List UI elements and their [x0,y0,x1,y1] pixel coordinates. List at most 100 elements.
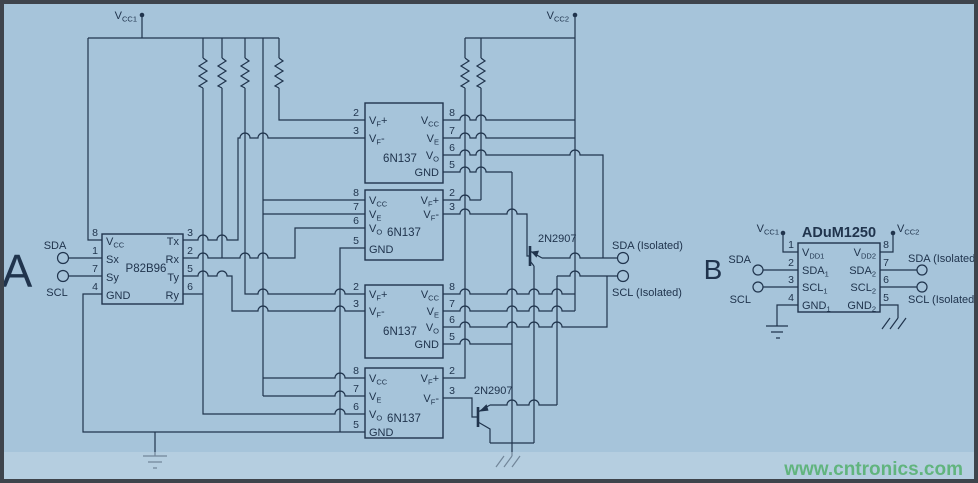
scl-label-b: SCL [730,294,751,306]
svg-text:6N137: 6N137 [383,153,417,165]
svg-text:VCC: VCC [369,195,388,209]
transistors [476,246,539,427]
svg-text:7: 7 [449,125,455,137]
p82b96-name: P82B96 [126,263,167,275]
sda-terminal-b [752,264,764,276]
watermark: www.cntronics.com [783,459,963,480]
adum1250-name: ADuM1250 [802,225,876,241]
svg-text:3: 3 [353,298,359,310]
svg-text:1: 1 [788,239,794,251]
opto2-text: 8 7 6 5 VCC VE VO GND 2 3 VF+ VF- 6N137 [353,187,455,256]
q1-label: 2N2907 [538,233,577,245]
svg-text:VF+: VF+ [369,115,387,129]
svg-text:6: 6 [353,215,359,227]
earth-ground-icon [766,325,788,339]
vcc2-dot [572,12,578,18]
svg-text:VF-: VF- [423,393,439,407]
pullup-resistor [216,57,228,89]
svg-text:SDA2: SDA2 [849,265,876,279]
chassis-ground-icon [881,317,907,330]
svg-text:2: 2 [353,107,359,119]
adum-pin-text: 1 2 3 4 8 7 6 5 VDD1 SDA1 SCL1 GND1 VDD2… [788,239,889,314]
scl-isolated-label: SCL (Isolated) [612,287,682,299]
svg-text:3: 3 [788,274,794,286]
svg-text:GND: GND [415,167,440,179]
svg-text:8: 8 [449,281,455,293]
pin-number: 6 [187,281,193,293]
pin-number: 5 [187,263,193,275]
scl-label: SCL [46,287,67,299]
svg-text:VE: VE [369,209,381,223]
sda-isolated-terminal-b [916,264,928,276]
svg-text:7: 7 [449,298,455,310]
pullup-resistor [459,57,471,89]
svg-text:2: 2 [353,281,359,293]
svg-text:VO: VO [369,409,382,423]
pin-number: 1 [92,245,98,257]
pullup-resistor [197,57,209,89]
wires-isolated-side [443,15,618,456]
pin-number: 2 [187,245,193,257]
sda-isolated-terminal [616,251,630,265]
svg-text:VDD1: VDD1 [802,247,824,261]
pin-label: Rx [166,254,180,266]
pin-number: 4 [92,281,98,293]
pin-number: 8 [92,227,98,239]
scl-terminal [56,269,70,283]
svg-text:VO: VO [426,322,439,336]
opto2-body [364,189,444,261]
svg-text:2: 2 [449,365,455,377]
svg-text:VO: VO [369,223,382,237]
pullup-resistor [239,57,251,89]
svg-text:3: 3 [449,201,455,213]
svg-text:VDD2: VDD2 [854,247,876,261]
wires-p82b96 [68,132,365,456]
svg-text:VCC: VCC [369,373,388,387]
pin-label: Sy [106,272,119,284]
scl-isolated-label-b: SCL (Isolated) [908,294,978,306]
vcc2-label-b: VCC2 [897,223,919,237]
vcc1-label: VCC1 [115,10,137,24]
svg-text:2: 2 [788,257,794,269]
svg-text:6N137: 6N137 [387,227,421,239]
svg-text:5: 5 [353,235,359,247]
svg-text:SDA1: SDA1 [802,265,829,279]
svg-text:VE: VE [427,306,439,320]
svg-text:6N137: 6N137 [387,413,421,425]
circuit-a-label: A [2,245,33,297]
svg-text:3: 3 [449,385,455,397]
svg-text:VF-: VF- [369,306,385,320]
opto1-body [364,102,444,184]
bottom-strip [3,452,975,480]
opto3-body [364,284,444,359]
svg-text:4: 4 [788,292,794,304]
svg-text:6: 6 [353,401,359,413]
svg-text:VF+: VF+ [421,373,439,387]
svg-text:VF-: VF- [423,209,439,223]
svg-text:GND: GND [369,244,394,256]
svg-text:6: 6 [883,274,889,286]
pin-label: Sx [106,254,119,266]
vcc1-dot [139,12,145,18]
svg-text:VCC: VCC [421,289,440,303]
svg-text:GND: GND [369,427,394,439]
svg-text:5: 5 [449,331,455,343]
svg-text:VF+: VF+ [369,289,387,303]
pin-label: Tx [167,236,180,248]
svg-text:GND1: GND1 [802,300,831,314]
sda-label-b: SDA [728,254,751,266]
svg-text:VO: VO [426,150,439,164]
svg-text:6N137: 6N137 [383,326,417,338]
opto4-text: 8 7 6 5 VCC VE VO GND 2 3 VF+ VF- 6N137 [353,365,455,439]
svg-text:8: 8 [883,239,889,251]
svg-text:SCL2: SCL2 [850,282,876,296]
svg-text:VF-: VF- [369,133,385,147]
opto4-body [364,367,444,439]
vcc1-label-b: VCC1 [757,223,779,237]
pullup-resistor [475,57,487,89]
q2-emitter-arrow [479,404,489,412]
opto1-text: 2 3 VF+ VF- 8 7 6 5 VCC VE VO GND 6N137 [353,107,455,179]
sda-label: SDA [44,240,67,252]
